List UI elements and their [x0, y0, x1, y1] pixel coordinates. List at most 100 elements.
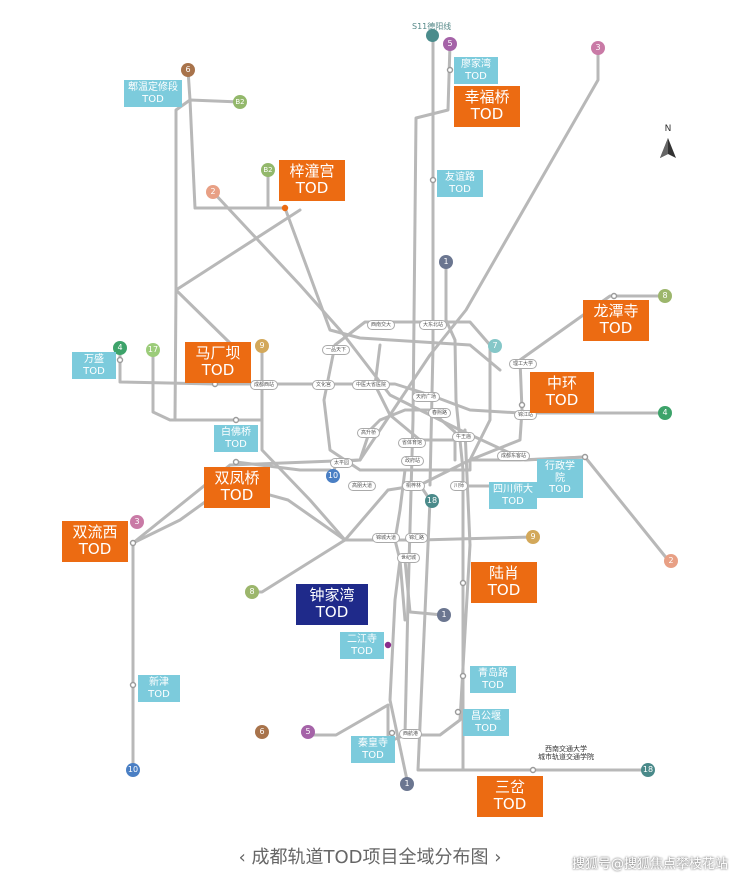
tod-sichuanshida[interactable]: 四川师大 TOD — [489, 482, 537, 509]
tod-pidu[interactable]: 郫温定修段 TOD — [124, 80, 182, 107]
line-s11-label: S11德阳线 — [412, 22, 452, 31]
station-dot — [610, 292, 618, 300]
track-line7-ring — [322, 320, 492, 472]
line-badge-10: 10 — [126, 763, 140, 777]
tod-suffix: TOD — [470, 105, 504, 124]
tod-zhonghuan[interactable]: 中环 TOD — [530, 372, 594, 413]
tod-name: 双凤桥 — [214, 469, 260, 487]
track-se-diag — [418, 428, 472, 737]
tod-suffix: TOD — [465, 70, 487, 82]
tod-name: 幸福桥 — [464, 88, 510, 106]
line-badge-1: 1 — [437, 608, 451, 622]
station-label: 西南交大 — [367, 320, 396, 330]
tod-shuangliuxi[interactable]: 双流西 TOD — [62, 521, 128, 562]
tod-changgongyan[interactable]: 昌公堰 TOD — [463, 709, 509, 736]
tod-name: 郫温定修段 — [128, 82, 178, 93]
tod-erjiangsi[interactable]: 二江寺 TOD — [340, 632, 384, 659]
tod-suffix: TOD — [493, 795, 527, 814]
station-dot — [459, 579, 467, 587]
line-badge-9: 9 — [255, 339, 269, 353]
station-dot — [116, 356, 124, 364]
line-badge-1: 1 — [439, 255, 453, 269]
station-dot — [384, 641, 392, 649]
line-badge-1: 1 — [400, 777, 414, 791]
station-label: 春熙路 — [428, 408, 452, 418]
tod-xinjin[interactable]: 新津 TOD — [138, 675, 180, 702]
tod-luxiao[interactable]: 陆肖 TOD — [471, 562, 537, 603]
tod-name: 友谊路 — [445, 172, 475, 183]
tod-xnjtdx[interactable]: 西南交通大学 城市轨道交通学院 — [530, 745, 602, 762]
tod-suffix: TOD — [78, 540, 112, 559]
line-badge-10: 10 — [326, 469, 340, 483]
track-line-inner-b — [373, 343, 457, 442]
line-badge-18: 18 — [641, 763, 655, 777]
tod-name: 二江寺 — [347, 634, 377, 645]
station-dot — [446, 66, 454, 74]
station-label: 太平园 — [330, 458, 354, 468]
tod-name: 新津 — [149, 677, 169, 688]
line-badge-17: 17 — [146, 343, 160, 357]
tod-name: 廖家湾 — [461, 59, 491, 70]
station-label: 大东北站 — [419, 320, 448, 330]
tod-wansheng[interactable]: 万盛 TOD — [72, 352, 116, 379]
tod-suffix: TOD — [225, 438, 247, 450]
line-badge-3: 3 — [130, 515, 144, 529]
tod-name: 三岔 — [494, 778, 525, 796]
line-badge-4: 4 — [113, 341, 127, 355]
tod-suffix: TOD — [315, 603, 349, 622]
line-badge-18: 18 — [425, 494, 439, 508]
tod-liaojiawan[interactable]: 廖家湾 TOD — [454, 57, 498, 84]
tod-shuangfengqiao[interactable]: 双凤桥 TOD — [204, 467, 270, 508]
tod-name: 万盛 — [84, 354, 104, 365]
line-badge-5: 5 — [443, 37, 457, 51]
tod-youyilu[interactable]: 友谊路 TOD — [437, 170, 483, 197]
line-badge-s11-terminal — [426, 29, 439, 42]
track-south-long — [388, 558, 409, 782]
tod-longtansi[interactable]: 龙潭寺 TOD — [583, 300, 649, 341]
tod-zitonggong[interactable]: 梓潼宫 TOD — [279, 160, 345, 201]
station-dot — [281, 204, 289, 212]
tod-name: 龙潭寺 — [593, 302, 639, 320]
track-line3 — [131, 46, 600, 772]
station-label: 世纪城 — [397, 553, 421, 563]
tod-name: 青岛路 — [478, 668, 508, 679]
line-badge-6: 6 — [255, 725, 269, 739]
track-line9 — [260, 344, 535, 542]
tod-baifoqiao[interactable]: 白佛桥 TOD — [214, 425, 258, 452]
track-b2-north — [174, 98, 242, 347]
tod-name: 梓潼宫 — [289, 162, 335, 180]
line-badge-8: 8 — [245, 585, 259, 599]
tod-suffix: TOD — [351, 645, 373, 657]
track-sw-a — [234, 460, 332, 472]
track-line17 — [151, 348, 264, 422]
tod-suffix: TOD — [549, 484, 571, 495]
tod-xingfuqiao[interactable]: 幸福桥 TOD — [454, 86, 520, 127]
tod-suffix: TOD — [502, 495, 524, 507]
station-label: 天府广场 — [412, 392, 441, 402]
station-dot — [459, 672, 467, 680]
tod-suffix: TOD — [599, 319, 633, 338]
tod-name: 陆肖 — [488, 564, 519, 582]
station-dot — [518, 401, 526, 409]
tod-name: 昌公堰 — [471, 711, 501, 722]
tod-qingdaolu[interactable]: 青岛路 TOD — [470, 666, 516, 693]
track-line6 — [186, 68, 502, 372]
line-badge-7: 7 — [488, 339, 502, 353]
station-dot — [232, 458, 240, 466]
tod-qinhuangsi[interactable]: 秦皇寺 TOD — [351, 736, 395, 763]
line-badge-8: 8 — [658, 289, 672, 303]
map-caption: ‹ 成都轨道TOD项目全域分布图 › — [238, 847, 502, 868]
tod-name: 中环 — [546, 374, 577, 392]
tod-suffix: TOD — [362, 749, 384, 761]
tod-suffix: 城市轨道交通学院 — [538, 753, 594, 762]
tod-zhongjiawan[interactable]: 钟家湾 TOD — [296, 584, 368, 625]
tod-machangba[interactable]: 马厂坝 TOD — [185, 342, 251, 383]
tod-xingzhengxueyuan[interactable]: 行政学院 TOD — [537, 459, 583, 498]
tod-name: 双流西 — [72, 523, 118, 541]
station-dot — [129, 681, 137, 689]
station-dot — [129, 539, 137, 547]
tod-suffix: TOD — [449, 183, 471, 195]
tod-sanchao[interactable]: 三岔 TOD — [477, 776, 543, 817]
line-badge-b2: B2 — [233, 95, 247, 109]
station-label: 中医大省医院 — [352, 380, 391, 390]
